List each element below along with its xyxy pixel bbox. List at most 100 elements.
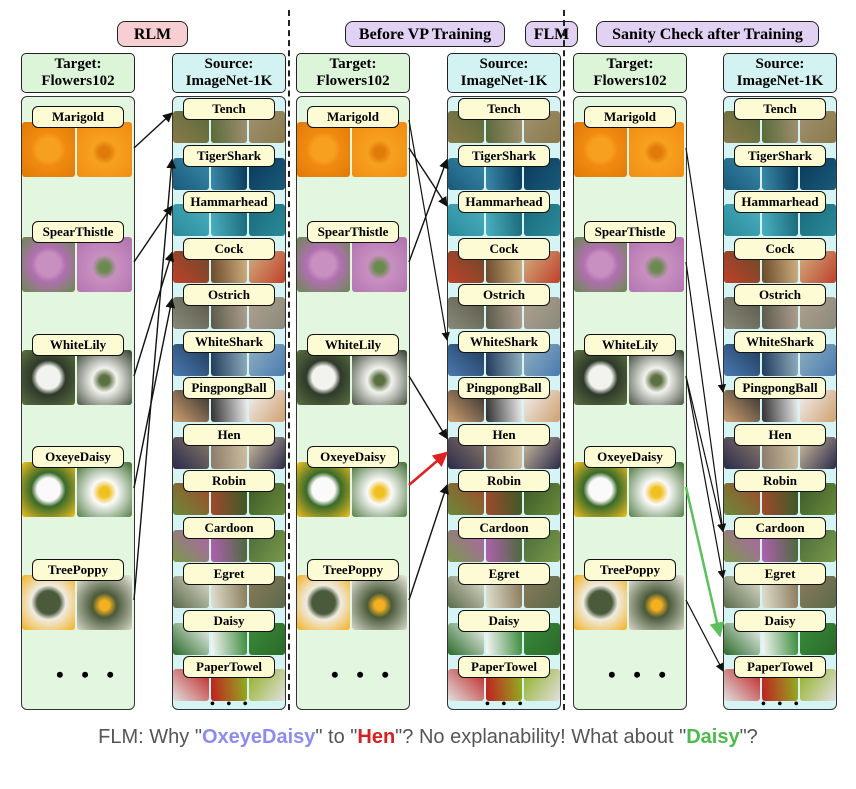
source-label-tench: Tench: [734, 98, 826, 120]
flower-image: [352, 237, 407, 292]
source-label-tigershark: TigerShark: [183, 144, 275, 167]
header-line2: Flowers102: [593, 73, 667, 89]
flower-image: [77, 462, 132, 517]
more-source-classes: • • •: [210, 697, 252, 712]
sanity-source-header: Source:ImageNet-1K: [723, 53, 837, 93]
more-source-classes: • • •: [485, 697, 527, 712]
flm-wrong-mapping-arrow: [408, 451, 449, 486]
source-label-papertowel: PaperTowel: [183, 656, 275, 678]
flower-image: [574, 575, 627, 630]
source-label-cock: Cock: [183, 237, 275, 260]
source-label-hammarhead: Hammarhead: [458, 191, 550, 213]
source-label-cardoon: Cardoon: [458, 516, 550, 539]
source-label-robin: Robin: [734, 470, 826, 492]
header-line1: Source:: [204, 56, 254, 72]
header-line1: Target:: [54, 56, 102, 72]
source-label-whiteshark: WhiteShark: [458, 330, 550, 353]
source-label-cardoon: Cardoon: [183, 516, 275, 539]
flower-image: [22, 575, 75, 630]
rlm-tag: RLM: [117, 21, 188, 47]
sanity-mapping-arrow: [685, 147, 727, 393]
header-line2: ImageNet-1K: [185, 73, 273, 89]
flm-mapping-arrow: [408, 158, 449, 263]
flower-image: [297, 237, 350, 292]
source-label-hammarhead: Hammarhead: [734, 191, 826, 213]
caption-prefix: FLM: Why ": [98, 726, 202, 748]
sanity-correct-mapping-arrow: [684, 486, 725, 638]
source-label-whiteshark: WhiteShark: [734, 330, 826, 353]
header-line2: ImageNet-1K: [736, 73, 824, 89]
header-line1: Source:: [755, 56, 805, 72]
source-label-cock: Cock: [734, 237, 826, 260]
source-label-papertowel: PaperTowel: [458, 656, 550, 678]
rlm-mapping-arrow: [133, 251, 175, 377]
flower-image: [22, 462, 75, 517]
more-target-classes: • • •: [608, 662, 673, 687]
target-label-treepoppy: TreePoppy: [32, 559, 124, 581]
source-label-tench: Tench: [458, 98, 550, 120]
source-label-ostrich: Ostrich: [458, 284, 550, 306]
flower-image: [297, 575, 350, 630]
flower-image: [352, 462, 407, 517]
sanity-mapping-arrow: [685, 599, 724, 672]
flower-image: [77, 122, 132, 177]
target-label-whitelily: WhiteLily: [584, 334, 676, 356]
flower-image: [352, 122, 407, 177]
flower-image: [629, 350, 684, 405]
flower-image: [352, 575, 407, 630]
flm-mapping-arrow: [408, 147, 448, 207]
header-line1: Target:: [606, 56, 654, 72]
figure-caption: FLM: Why "OxeyeDaisy" to "Hen"? No expla…: [0, 726, 856, 749]
target-label-treepoppy: TreePoppy: [584, 559, 676, 581]
flower-image: [77, 350, 132, 405]
header-line2: Flowers102: [316, 73, 390, 89]
target-label-marigold: Marigold: [307, 106, 399, 128]
sanity-target-header: Target:Flowers102: [573, 53, 687, 93]
target-label-treepoppy: TreePoppy: [307, 559, 399, 581]
flower-image: [297, 462, 350, 517]
flower-image: [629, 575, 684, 630]
before-vp-source-header: Source:ImageNet-1K: [447, 53, 561, 93]
caption-mid1: " to ": [315, 726, 358, 748]
caption-oxeyedaisy: OxeyeDaisy: [201, 726, 316, 748]
target-label-oxeyedaisy: OxeyeDaisy: [584, 446, 676, 468]
source-label-papertowel: PaperTowel: [734, 656, 826, 678]
rlm-mapping-arrow: [133, 112, 173, 149]
flower-image: [22, 237, 75, 292]
source-label-daisy: Daisy: [734, 609, 826, 632]
target-label-whitelily: WhiteLily: [32, 334, 124, 356]
source-label-hen: Hen: [734, 423, 826, 446]
more-target-classes: • • •: [331, 662, 396, 687]
source-label-pingpongball: PingpongBall: [183, 377, 275, 399]
source-label-robin: Robin: [458, 470, 550, 492]
flower-image: [629, 122, 684, 177]
source-label-whiteshark: WhiteShark: [183, 330, 275, 353]
caption-mid2: "? No explanability! What about ": [395, 726, 687, 748]
source-label-tench: Tench: [183, 98, 275, 120]
caption-suffix: "?: [739, 726, 758, 748]
source-label-ostrich: Ostrich: [183, 284, 275, 306]
header-line1: Source:: [479, 56, 529, 72]
target-label-spearthistle: SpearThistle: [584, 221, 676, 243]
source-label-egret: Egret: [458, 563, 550, 585]
flower-image: [574, 350, 627, 405]
flower-image: [574, 122, 627, 177]
source-label-hen: Hen: [183, 423, 275, 446]
caption-hen: Hen: [357, 726, 396, 748]
rlm-mapping-arrow: [133, 158, 177, 601]
rlm-mapping-arrow: [133, 298, 176, 489]
source-label-pingpongball: PingpongBall: [458, 377, 550, 399]
target-label-marigold: Marigold: [584, 106, 676, 128]
rlm-source-header: Source:ImageNet-1K: [172, 53, 286, 93]
source-label-tigershark: TigerShark: [734, 144, 826, 167]
flm-mapping-arrow: [408, 119, 450, 341]
source-label-cardoon: Cardoon: [734, 516, 826, 539]
sanity-mapping-arrow: [685, 375, 726, 579]
flm-mapping-arrow: [408, 375, 448, 440]
flower-image: [22, 122, 75, 177]
source-label-daisy: Daisy: [458, 609, 550, 632]
before-vp-target-header: Target:Flowers102: [296, 53, 410, 93]
flm-mapping-arrow: [408, 484, 449, 601]
source-label-egret: Egret: [734, 563, 826, 585]
